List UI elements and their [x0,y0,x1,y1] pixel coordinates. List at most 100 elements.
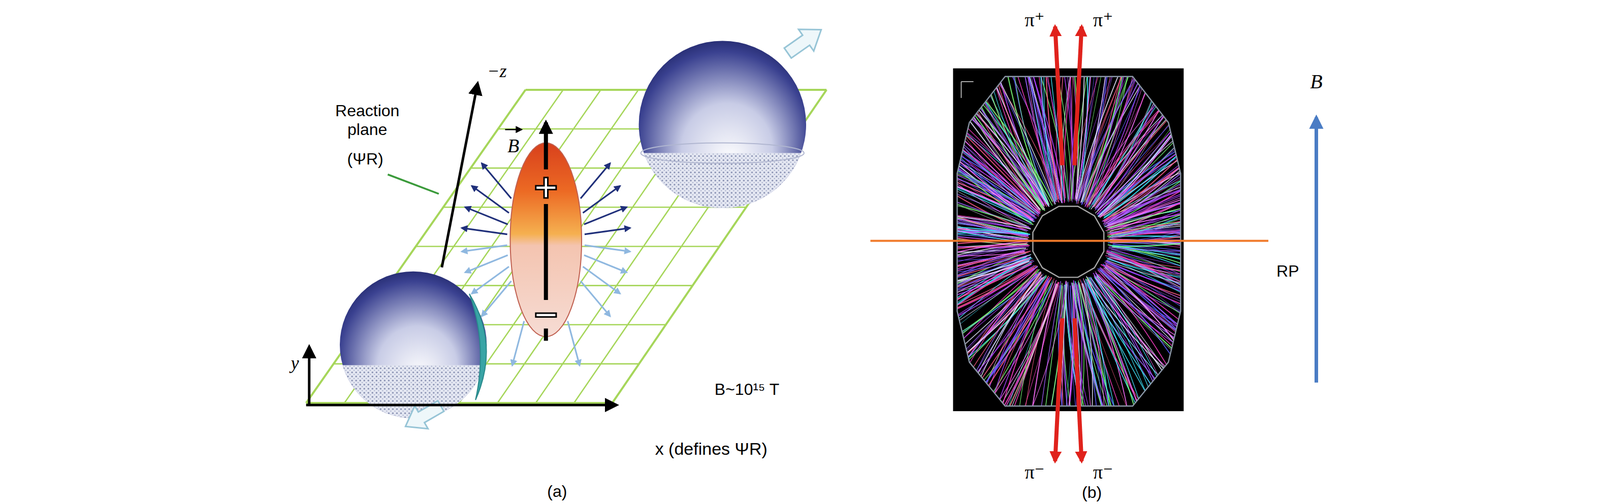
particle-track [1098,39,1207,210]
particle-track [1078,283,1131,479]
x-axis [306,404,617,407]
nucleus-sphere [339,271,487,419]
nucleus-cut [641,142,805,164]
particle-track [1106,261,1265,390]
particle-track [1077,5,1133,205]
particle-track [825,257,1030,279]
particle-track [1107,183,1306,225]
particle-track [1094,275,1211,442]
particle-track [1108,247,1314,252]
particle-track [917,49,1040,210]
z-axis [441,83,478,268]
particle-track [983,283,1058,472]
particle-track [1086,48,1220,205]
particle-track [878,269,1040,398]
particle-track [1104,178,1305,227]
particle-track [1096,275,1193,454]
particle-track [829,188,1029,237]
motion-arrow [398,394,448,438]
reaction-plane-line [870,239,1269,242]
particle-track [1107,96,1265,224]
particle-track [1084,6,1136,201]
particle-track [1110,257,1306,303]
particle-track [1104,261,1278,370]
nucleus-hatch [638,153,807,209]
particle-track [823,248,1027,253]
particle-track [825,211,1026,231]
emission-arrow [584,245,631,252]
particle-track [1109,224,1313,246]
field-magnitude: B~10¹⁵ T [714,380,780,400]
plane-label: RP [1276,262,1299,281]
particle-track [917,280,1048,436]
emission-arrow [567,321,580,366]
particle-track [1006,5,1049,206]
particle-track [1084,6,1138,207]
pion-label: π⁺ [1024,9,1045,32]
particle-track [919,269,1038,437]
particle-track [1088,277,1161,469]
vector-arrow [504,129,522,131]
field-line [544,122,549,170]
particle-track [824,213,1031,230]
axis-label: −z [487,60,507,82]
right-nucleus [638,18,829,209]
particle-track [844,249,1026,341]
particle-track [840,258,1030,331]
particle-track [1112,154,1298,234]
particle-track [866,266,1038,380]
particle-track [1106,253,1291,345]
particle-track [942,280,1048,453]
particle-track [1108,253,1285,359]
pion-arrow [1074,26,1082,166]
particle-track [829,261,1030,298]
particle-track [1111,212,1312,231]
plane-angle: (ΨR) [347,149,384,169]
axis-label: x (defines ΨR) [655,439,768,460]
particle-track [823,232,1029,244]
particle-track [1053,281,1067,487]
particle-track [1105,111,1276,229]
particle-track [832,254,1031,308]
particle-track [987,280,1053,474]
particle-track [1082,1,1114,200]
particle-track [978,14,1047,208]
particle-track [1081,280,1106,485]
particle-track [1104,262,1292,344]
particle-track [1108,189,1308,244]
particle-track [1112,246,1300,322]
emission-arrow [481,281,511,317]
charge-sign: − [532,298,560,331]
emission-arrows [461,163,630,366]
particle-track [1105,265,1274,376]
particle-track [1100,71,1244,218]
particle-track [1097,22,1179,208]
particle-track [830,252,1029,303]
particle-track [1095,27,1188,210]
particle-track [915,273,1037,434]
particle-track [1103,158,1299,222]
pion-label: π⁻ [1024,461,1045,485]
particle-track [1082,283,1093,487]
display-axis [961,81,963,99]
particle-track [1109,251,1298,328]
particle-track [928,271,1036,443]
particle-track [828,241,1026,293]
particle-track [897,67,1041,210]
particle-track [930,283,1053,445]
b-field-arrow [1314,117,1319,383]
particle-track [945,29,1045,206]
particle-track [1103,141,1292,219]
particle-track [899,271,1041,420]
axis-label: y [291,353,300,374]
panel-label: (a) [547,482,567,502]
panel-label: (b) [1081,483,1102,503]
particle-track [996,7,1057,202]
particle-track [825,210,1029,245]
particle-track [1099,99,1268,212]
particle-track [975,277,1050,470]
grid-line [443,206,747,209]
